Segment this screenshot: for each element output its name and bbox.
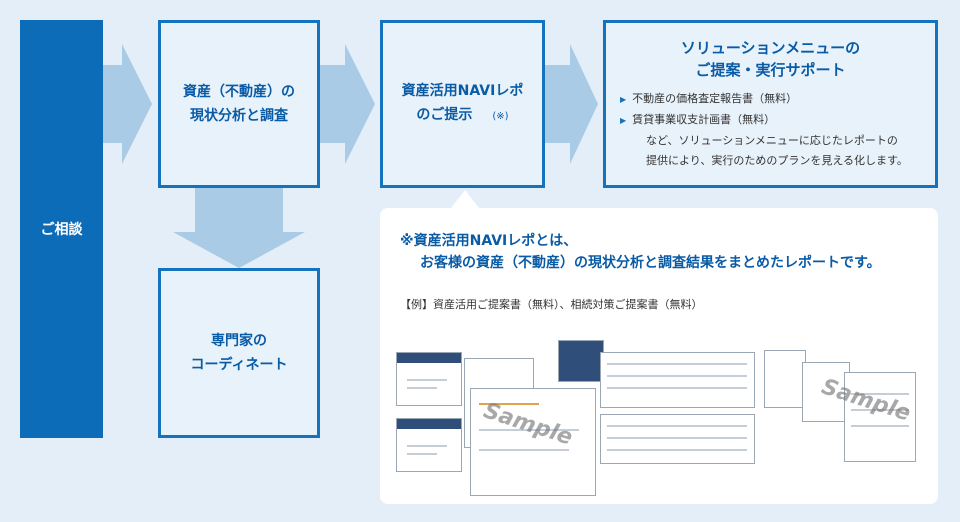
menu-item: ▶ 不動産の価格査定報告書（無料） (620, 89, 908, 110)
doc-line (851, 393, 909, 395)
step-expert-coordinate: 専門家の コーディネート (158, 268, 320, 438)
menu-item-text: 賃貸事業収支計画書（無料） (632, 113, 776, 126)
doc-line (607, 387, 747, 389)
sample-table-doc (600, 414, 755, 464)
step4-line2: コーディネート (190, 357, 288, 373)
doc-line (851, 425, 909, 427)
doc-line (607, 363, 747, 365)
step2-note: (※) (492, 111, 509, 122)
step2-line2-wrap: のご提示 (※) (416, 103, 508, 129)
slide-line (407, 445, 447, 447)
menu-item-text: 不動産の価格査定報告書（無料） (632, 92, 798, 105)
doc-line (479, 429, 579, 431)
step1-line2: 現状分析と調査 (190, 108, 288, 124)
sample-cover (558, 340, 604, 382)
sample-table-doc (600, 352, 755, 408)
doc-line (607, 375, 747, 377)
panel-heading: ※資産活用NAVIレポとは、 お客様の資産（不動産）の現状分析と調査結果をまとめ… (400, 230, 881, 274)
step-navi-report: 資産活用NAVIレポ のご提示 (※) (380, 20, 545, 188)
menu-desc1: など、ソリューションメニューに応じたレポートの (646, 134, 898, 147)
slide-bar (397, 419, 461, 429)
doc-line (851, 409, 909, 411)
sample-documents: Sample Sample (392, 340, 932, 498)
step2-line2: のご提示 (416, 107, 473, 123)
step3-title1: ソリューションメニューの (680, 39, 861, 57)
step2-line1: 資産活用NAVIレポ (401, 83, 524, 99)
sample-doc (844, 372, 916, 462)
slide-line (407, 387, 437, 389)
doc-line (607, 449, 747, 451)
slide-line (407, 453, 437, 455)
triangle-bullet-icon: ▶ (620, 116, 627, 125)
doc-line (479, 449, 569, 451)
doc-line (607, 425, 747, 427)
step1-line1: 資産（不動産）の (183, 84, 295, 100)
step-solution-menu: ソリューションメニューの ご提案・実行サポート ▶ 不動産の価格査定報告書（無料）… (603, 20, 938, 188)
sample-doc (764, 350, 806, 408)
panel-pointer (451, 190, 479, 208)
step4-line1: 専門家の (211, 333, 267, 349)
sample-slide (396, 352, 462, 406)
arrow-consult-to-step1 (103, 44, 152, 164)
doc-line (479, 403, 539, 405)
panel-heading2: お客様の資産（不動産）の現状分析と調査結果をまとめたレポートです。 (420, 255, 881, 271)
panel-heading1: ※資産活用NAVIレポとは、 (400, 233, 578, 249)
slide-line (407, 379, 447, 381)
arrow-step1-to-step4 (173, 188, 305, 268)
consult-label: ご相談 (40, 222, 83, 238)
panel-example: 【例】資産活用ご提案書（無料）、相続対策ご提案書（無料） (400, 298, 703, 311)
slide-bar (397, 353, 461, 363)
sample-doc (802, 362, 850, 422)
doc-line (607, 437, 747, 439)
arrow-step2-to-step3 (545, 44, 598, 164)
arrow-step1-to-step2 (320, 44, 375, 164)
menu-item: ▶ 賃貸事業収支計画書（無料） (620, 110, 908, 131)
sample-slide (396, 418, 462, 472)
solution-menu-list: ▶ 不動産の価格査定報告書（無料） ▶ 賃貸事業収支計画書（無料） など、ソリューシ… (620, 89, 908, 171)
sample-doc (470, 388, 596, 496)
consult-bar: ご相談 (20, 20, 103, 438)
menu-desc2: 提供により、実行のためのプランを見える化します。 (646, 154, 908, 167)
triangle-bullet-icon: ▶ (620, 95, 627, 104)
step-current-analysis: 資産（不動産）の 現状分析と調査 (158, 20, 320, 188)
step3-title2: ご提案・実行サポート (695, 61, 846, 79)
